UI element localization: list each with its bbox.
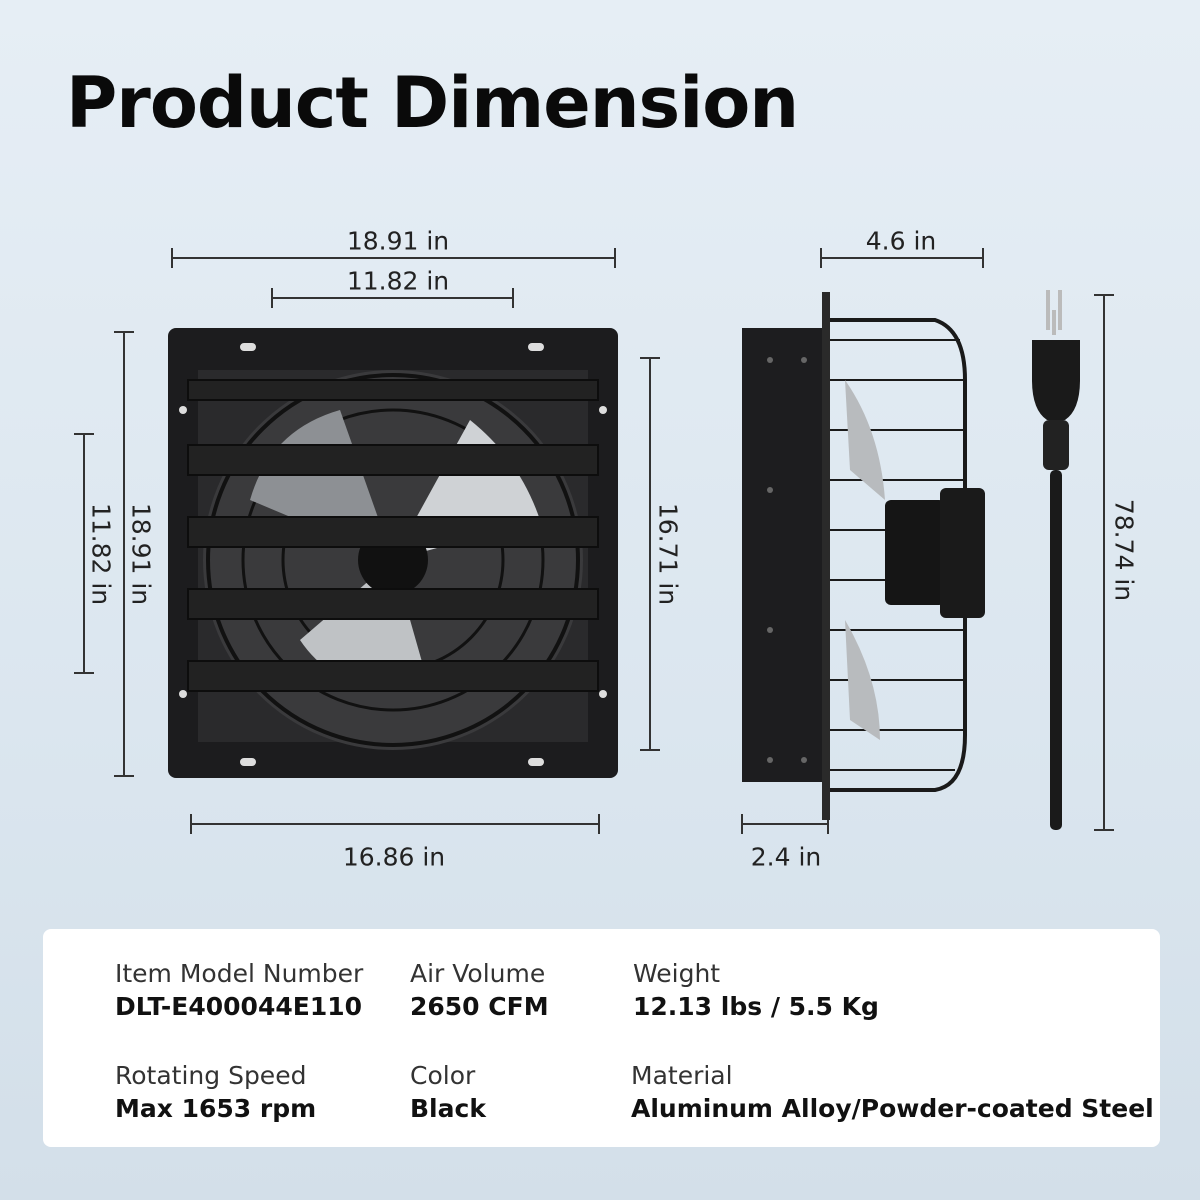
front-height-opening-label: 11.82 in <box>86 502 116 606</box>
fan-side-view <box>742 292 985 820</box>
front-height-total-label: 18.91 in <box>126 502 156 606</box>
front-width-opening-label: 11.82 in <box>346 266 450 296</box>
dimension-lines <box>74 248 1114 834</box>
front-height-inner-label: 16.71 in <box>653 502 683 606</box>
page-title: Product Dimension <box>66 62 799 144</box>
cord-length-label: 78.74 in <box>1109 498 1139 602</box>
side-depth-total-label: 4.6 in <box>865 226 937 256</box>
front-width-bottom-label: 16.86 in <box>342 842 446 872</box>
front-width-total-label: 18.91 in <box>346 226 450 256</box>
power-cord-plug <box>1032 290 1080 830</box>
fan-front-view <box>168 328 618 778</box>
side-depth-body-label: 2.4 in <box>750 842 822 872</box>
